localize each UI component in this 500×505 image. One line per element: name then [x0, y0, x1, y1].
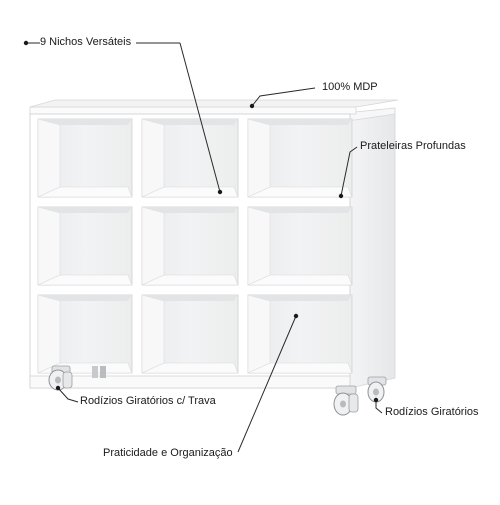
caster-front-left — [48, 365, 73, 391]
leader-line-nichos-diag — [179, 42, 221, 193]
leader-dot-praticidade — [293, 313, 299, 319]
caster-front-right — [333, 385, 359, 416]
niche-1 — [37, 118, 133, 198]
niche-9 — [247, 294, 353, 374]
niche-2 — [141, 118, 239, 198]
leader-line-praticidade — [237, 315, 297, 453]
niche-7 — [37, 294, 133, 374]
label-mdp: 100% MDP — [322, 81, 378, 93]
top-edge — [29, 106, 357, 115]
niche-5 — [141, 206, 239, 286]
leader-dot-nichos — [23, 40, 29, 46]
label-nichos-versateis: 9 Nichos Versáteis — [40, 36, 132, 48]
caster-side-right — [367, 376, 387, 403]
top-surface — [29, 99, 399, 108]
leader-dot-rodizios-trava — [55, 385, 61, 391]
caster-rear-left — [92, 366, 106, 378]
leader-dot-nichos-end — [217, 189, 223, 195]
niche-8 — [141, 294, 239, 374]
leader-line-rodizios — [375, 400, 383, 414]
label-rodizios-giratorios: Rodízios Giratórios — [385, 406, 479, 418]
leader-dot-mdp — [249, 103, 255, 109]
leader-line-rodizios-trava — [57, 387, 79, 403]
niche-grid — [37, 118, 353, 374]
leader-line-mdp — [251, 87, 316, 107]
niche-6 — [247, 206, 353, 286]
leader-line-prateleiras — [340, 146, 358, 197]
label-praticidade-organizacao: Praticidade e Organização — [103, 447, 233, 459]
label-rodizios-trava: Rodízios Giratórios c/ Trava — [80, 395, 216, 407]
bottom-plinth — [29, 375, 351, 389]
leader-dot-rodizios — [373, 397, 379, 403]
leader-dot-prateleiras — [338, 193, 344, 199]
niche-4 — [37, 206, 133, 286]
niche-3 — [247, 118, 353, 198]
label-prateleiras-profundas: Prateleiras Profundas — [360, 140, 466, 152]
